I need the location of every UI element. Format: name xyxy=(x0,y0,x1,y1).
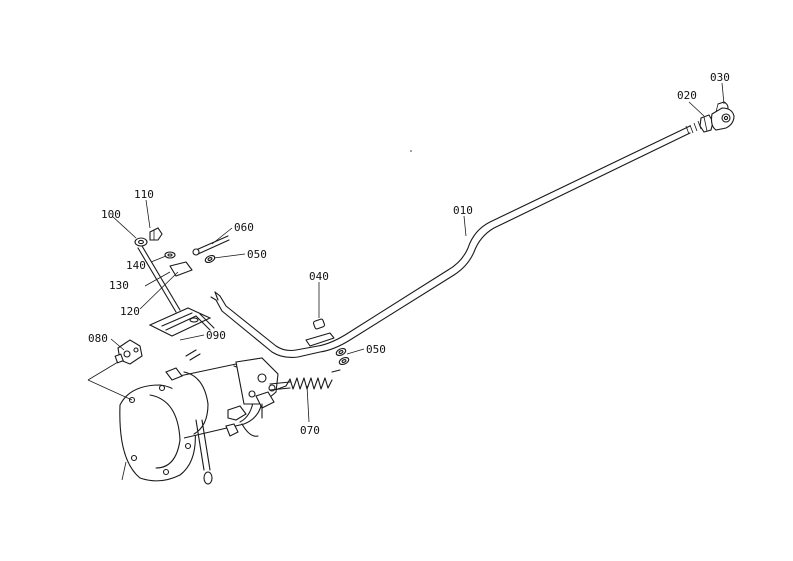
plate-120 xyxy=(148,307,212,337)
rod-end-030 xyxy=(710,101,735,131)
callout-030: 030 xyxy=(710,71,730,84)
nut-020 xyxy=(699,114,714,133)
spring-070 xyxy=(274,369,341,391)
bracket-080 xyxy=(114,339,143,365)
threaded-end xyxy=(685,120,702,135)
callout-020: 020 xyxy=(677,89,697,102)
bolt-110 xyxy=(149,227,163,241)
pin-060 xyxy=(192,235,230,256)
link-130 xyxy=(137,245,193,313)
callout-080: 080 xyxy=(88,332,108,345)
callout-labels: 010 020 030 040 050 050 060 070 080 090 … xyxy=(88,71,730,437)
callout-110: 110 xyxy=(134,188,154,201)
stray-dot xyxy=(410,150,412,152)
leader-lines xyxy=(87,82,725,481)
clamp-040 xyxy=(305,318,335,347)
callout-130: 130 xyxy=(109,279,129,292)
callout-070: 070 xyxy=(300,424,320,437)
washer-100 xyxy=(134,237,148,247)
washer-140 xyxy=(164,251,176,259)
callout-060: 060 xyxy=(234,221,254,234)
rod-010 xyxy=(210,125,691,358)
callout-120: 120 xyxy=(120,305,140,318)
lever-arm xyxy=(195,291,219,331)
callout-040: 040 xyxy=(309,270,329,283)
callout-050-lower: 050 xyxy=(366,343,386,356)
callout-090: 090 xyxy=(206,329,226,342)
callout-050-upper: 050 xyxy=(247,248,267,261)
clip-050-lower xyxy=(335,348,350,365)
callout-010: 010 xyxy=(453,204,473,217)
clip-050-upper xyxy=(204,255,216,263)
housing-assembly xyxy=(119,349,291,485)
callout-100: 100 xyxy=(101,208,121,221)
callout-140: 140 xyxy=(126,259,146,272)
